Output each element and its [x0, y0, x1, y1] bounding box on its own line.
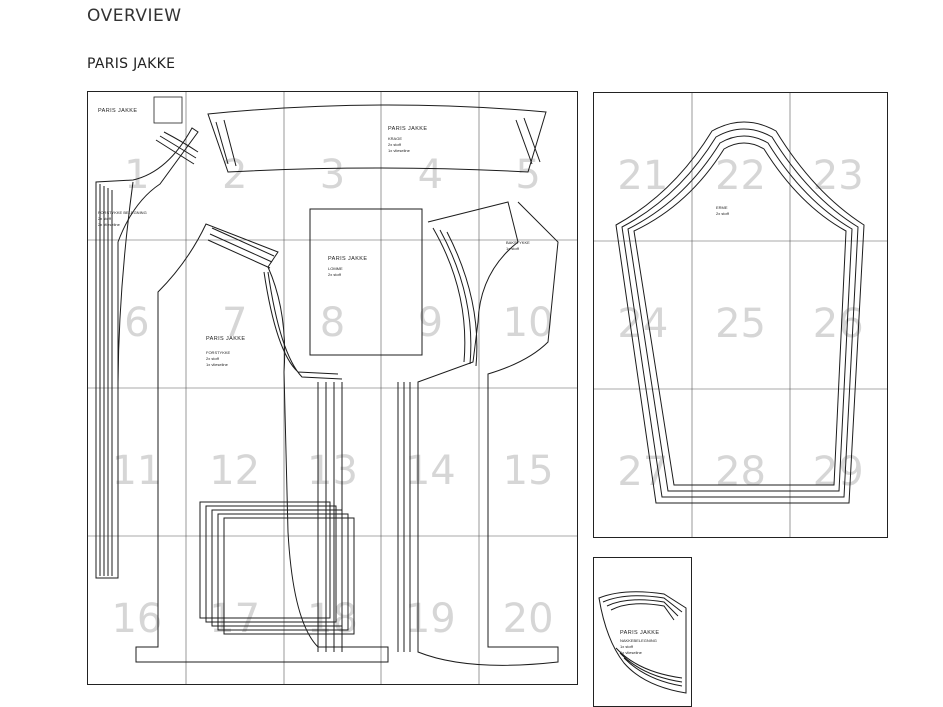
front-name: FORSTYKKE [206, 350, 231, 355]
tile-number: 11 [111, 448, 162, 494]
tile-number: 17 [209, 596, 260, 642]
tile-number: 22 [715, 153, 766, 199]
yoke-name: KRAGE [388, 136, 402, 141]
tile-number: 21 [617, 153, 668, 199]
front-line2: 1x vlieseline [206, 362, 229, 367]
tile-number: 8 [320, 300, 345, 346]
pattern-title: PARIS JAKKE [87, 56, 176, 72]
tile-number: 2 [222, 152, 247, 198]
tile-number: 19 [405, 596, 456, 642]
sleeve-line1: 2x stoff [716, 211, 730, 216]
collar-piece: PARIS JAKKE NAKKEBELEGNING 1x stoff 1x v… [598, 591, 687, 694]
front-line1: 2x stoff [206, 356, 220, 361]
collar-sheet-drawing: PARIS JAKKE NAKKEBELEGNING 1x stoff 1x v… [598, 591, 687, 694]
tile-number: 7 [222, 300, 247, 346]
tile-number: 18 [307, 596, 358, 642]
tile-number: 27 [617, 449, 668, 495]
front-piece: PARIS JAKKE FORSTYKKE 2x stoff 1x vliese… [135, 223, 389, 663]
tile-number: 12 [209, 448, 260, 494]
yoke-brand: PARIS JAKKE [388, 126, 427, 132]
tile-number: 13 [307, 448, 358, 494]
tile-number: 25 [715, 301, 766, 347]
front-facing-line1: 2x stoff [98, 216, 112, 221]
yoke-piece: PARIS JAKKE KRAGE 2x stoff 1x vlieseline [207, 104, 547, 173]
main-grid [88, 92, 577, 684]
collar-line2: 1x vlieseline [620, 650, 643, 655]
tile-number: 14 [405, 448, 456, 494]
tile-number: 23 [813, 153, 864, 199]
back-piece: BAKSTYKKE 1x stoff [317, 201, 559, 666]
scale-check-box [153, 96, 183, 124]
pocket-brand: PARIS JAKKE [328, 256, 367, 262]
collar-name: NAKKEBELEGNING [620, 638, 657, 643]
collar-pattern-sheet: PARIS JAKKE NAKKEBELEGNING 1x stoff 1x v… [593, 557, 692, 707]
collar-brand: PARIS JAKKE [620, 630, 659, 636]
pocket-name: LOMME [328, 266, 343, 271]
pocket-piece: PARIS JAKKE LOMME 2x stoff [309, 208, 423, 356]
tile-number: 5 [515, 152, 540, 198]
back-name: BAKSTYKKE [506, 240, 530, 245]
tile-number: 20 [503, 596, 554, 642]
tile-number: 26 [813, 301, 864, 347]
tile-number: 4 [418, 152, 443, 198]
overview-title: OVERVIEW [87, 6, 182, 26]
tile-number: 29 [813, 449, 864, 495]
back-line1: 1x stoff [506, 246, 520, 251]
piece-brand-label: PARIS JAKKE [98, 108, 137, 114]
tile-number: 3 [320, 152, 345, 198]
tile-number: 10 [503, 300, 554, 346]
tile-number: 15 [503, 448, 554, 494]
lining-pieces [199, 501, 355, 635]
yoke-line1: 2x stoff [388, 142, 402, 147]
tile-number: 28 [715, 449, 766, 495]
yoke-line2: 1x vlieseline [388, 148, 411, 153]
front-facing-piece: FORSTYKKE BELEGNING 2x stoff 2x vlieseli… [95, 127, 199, 579]
tile-number: 9 [418, 300, 443, 346]
tile-number: 1 [124, 152, 149, 198]
sleeve-piece: ERME 2x stoff [615, 121, 865, 504]
front-facing-line2: 2x vlieseline [98, 222, 121, 227]
front-brand: PARIS JAKKE [206, 336, 245, 342]
tile-number: 16 [111, 596, 162, 642]
tile-number: 6 [124, 300, 149, 346]
sleeve-name: ERME [716, 205, 728, 210]
collar-line1: 1x stoff [620, 644, 634, 649]
pocket-line1: 2x stoff [328, 272, 342, 277]
front-facing-name: FORSTYKKE BELEGNING [98, 210, 147, 215]
